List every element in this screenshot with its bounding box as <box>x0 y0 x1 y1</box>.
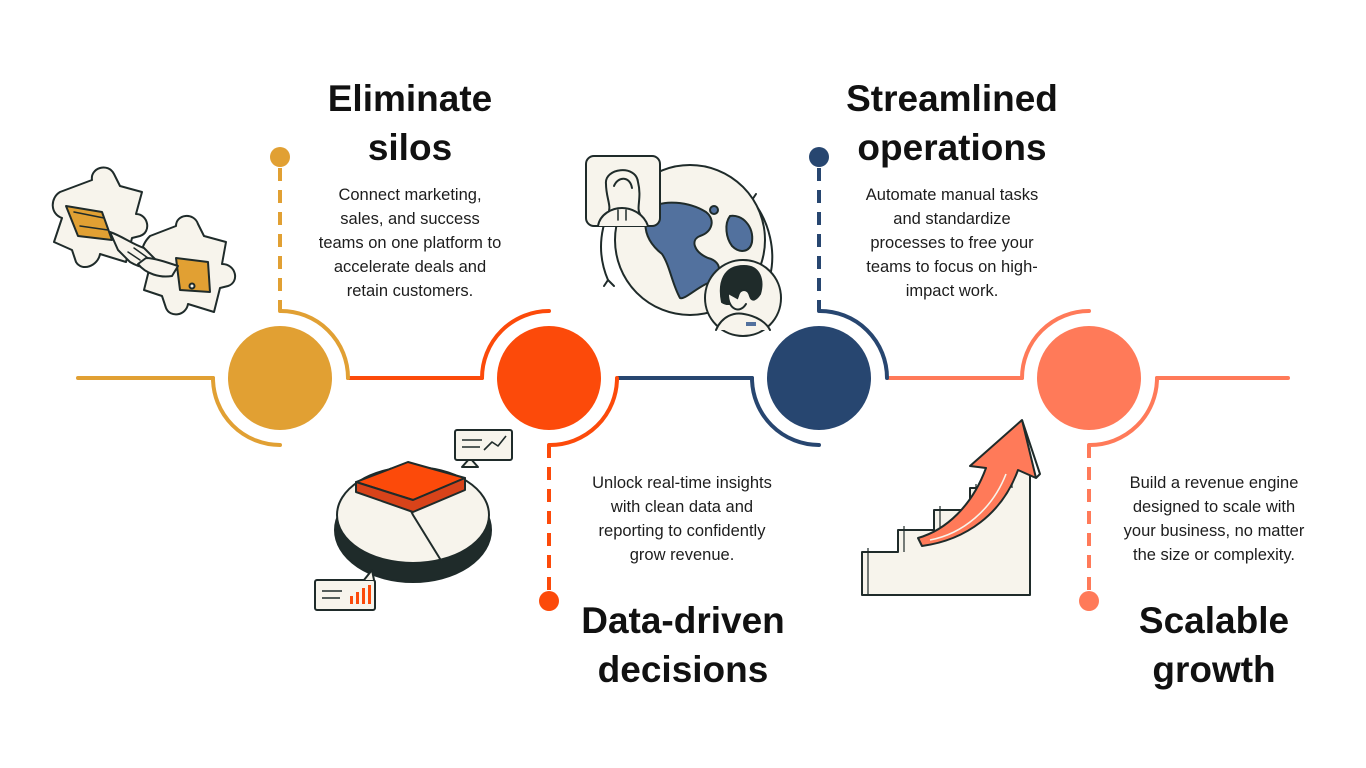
endpoint-dot-orange <box>539 591 559 611</box>
ring-arc-gold <box>211 308 350 447</box>
step4-title: Scalable growth <box>1104 596 1324 694</box>
step-circle-gold <box>228 326 332 430</box>
dashed-stems <box>278 168 1091 590</box>
step3-desc-line: impact work. <box>905 282 999 300</box>
step3-description: Automate manual tasks and standardize pr… <box>822 183 1082 303</box>
step1-desc-line: sales, and success <box>340 210 480 228</box>
endpoint-dot-gold <box>270 147 290 167</box>
step2-title-line: decisions <box>597 649 769 690</box>
step2-desc-line: reporting to confidently <box>598 522 766 540</box>
step1-desc-line: Connect marketing, <box>338 186 482 204</box>
ring-arc-salmon <box>1020 309 1159 448</box>
step-circle-navy <box>767 326 871 430</box>
step3-desc-line: processes to free your <box>870 234 1034 252</box>
step2-title: Data-driven decisions <box>563 596 803 694</box>
step1-title: Eliminate silos <box>300 74 520 172</box>
globe-people-icon <box>585 155 782 337</box>
endpoint-dot-salmon <box>1079 591 1099 611</box>
step4-desc-line: Build a revenue engine <box>1129 474 1299 492</box>
ring-arcs <box>211 308 1159 448</box>
step4-desc-line: the size or complexity. <box>1132 546 1295 564</box>
step1-desc-line: retain customers. <box>346 282 474 300</box>
step1-desc-line: accelerate deals and <box>333 258 487 276</box>
step4-description: Build a revenue engine designed to scale… <box>1084 471 1344 567</box>
step2-desc-line: Unlock real-time insights <box>592 474 772 492</box>
step2-desc-line: grow revenue. <box>629 546 735 564</box>
ring-arc-navy <box>750 308 889 447</box>
step4-desc-line: your business, no matter <box>1123 522 1305 540</box>
step3-title: Streamlined operations <box>832 74 1072 172</box>
step4-title-line: growth <box>1152 649 1276 690</box>
step1-desc-line: teams on one platform to <box>318 234 502 252</box>
step2-description: Unlock real-time insights with clean dat… <box>552 471 812 567</box>
step4-title-line: Scalable <box>1138 600 1290 641</box>
step1-description: Connect marketing, sales, and success te… <box>280 183 540 303</box>
step1-title-line: Eliminate <box>327 78 493 119</box>
ring-arc-orange <box>480 309 619 448</box>
step-circle-salmon <box>1037 326 1141 430</box>
step3-title-line: Streamlined <box>846 78 1058 119</box>
step3-desc-line: teams to focus on high- <box>866 258 1038 276</box>
step3-desc-line: and standardize <box>893 210 1011 228</box>
step4-desc-line: designed to scale with <box>1132 498 1296 516</box>
step2-title-line: Data-driven <box>581 600 785 641</box>
handshake-puzzle-icon <box>51 166 237 316</box>
step3-title-line: operations <box>857 127 1047 168</box>
step1-title-line: silos <box>367 127 453 168</box>
step3-desc-line: Automate manual tasks <box>865 186 1039 204</box>
step2-desc-line: with clean data and <box>610 498 754 516</box>
endpoint-dot-navy <box>809 147 829 167</box>
stairs-arrow-icon <box>861 419 1041 596</box>
pie-chart-report-icon <box>314 429 513 611</box>
step-circle-orange <box>497 326 601 430</box>
